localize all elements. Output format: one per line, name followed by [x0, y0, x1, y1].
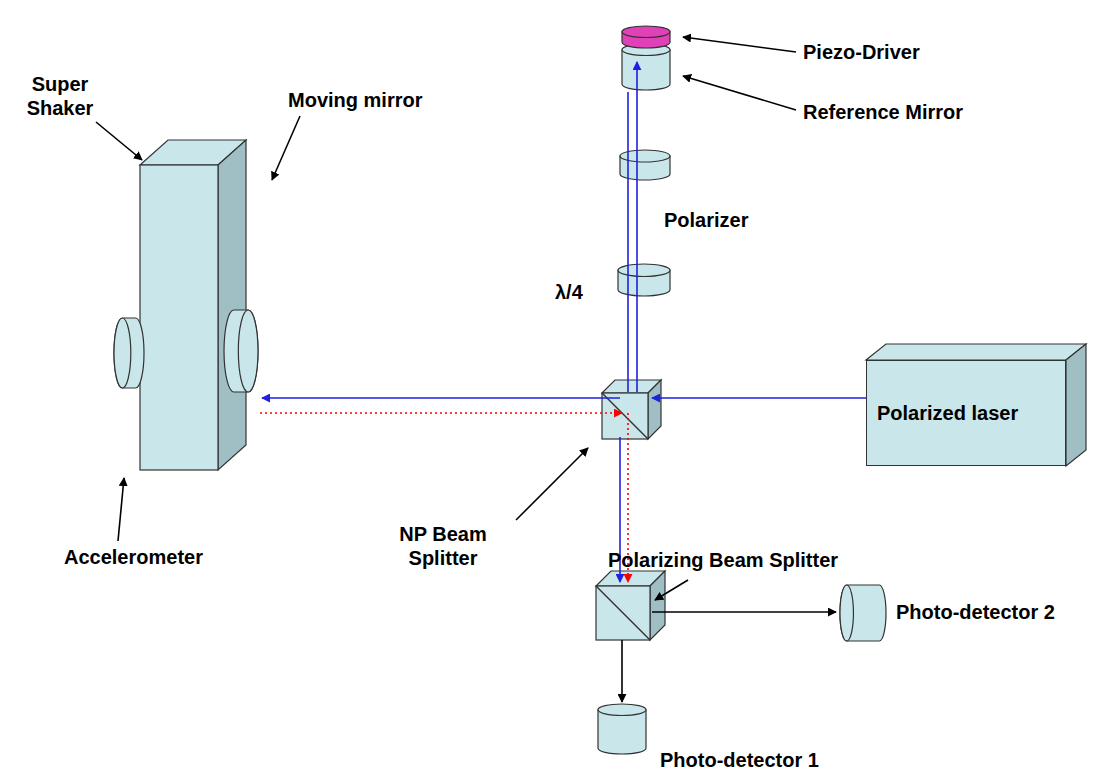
- photo-detector-symbol: [598, 704, 646, 754]
- part-label: Photo-detector 1: [660, 748, 819, 772]
- leader-arrow: [272, 116, 300, 180]
- part-label: NP Beam Splitter: [388, 522, 498, 570]
- part-label: Piezo-Driver: [803, 40, 920, 64]
- leader-arrow: [96, 122, 142, 160]
- piezo-driver-symbol: [622, 26, 670, 48]
- leader-arrow: [118, 478, 124, 541]
- polarizing-beam-splitter-symbol: [596, 571, 665, 640]
- leader-arrow: [655, 580, 688, 600]
- shaker-body: [140, 140, 246, 470]
- laser-beam: [636, 62, 638, 392]
- node-text: Polarized laser: [867, 402, 1028, 425]
- accelerometer-symbol: [114, 318, 144, 388]
- moving-mirror-symbol: [224, 310, 258, 392]
- return-beam: [260, 412, 622, 414]
- part-label: Reference Mirror: [803, 100, 963, 124]
- laser-housing: [866, 344, 1086, 466]
- leader-arrow: [683, 37, 796, 52]
- photo-detector-symbol: [840, 585, 886, 641]
- part-label: Super Shaker: [10, 72, 110, 120]
- np-beam-splitter-symbol: [602, 380, 661, 439]
- laser-box: Polarized laser: [866, 360, 1066, 466]
- laser-beam: [262, 397, 620, 399]
- quarter-wave-plate-symbol: [618, 264, 670, 296]
- laser-beam: [652, 397, 866, 399]
- leader-arrow: [516, 448, 588, 520]
- part-label: λ/4: [555, 280, 583, 304]
- output-beam: [652, 611, 836, 613]
- part-label: Moving mirror: [288, 88, 422, 112]
- part-label: Accelerometer: [64, 545, 203, 569]
- part-label: Photo-detector 2: [896, 600, 1055, 624]
- laser-beam: [627, 92, 629, 392]
- part-label: Polarizing Beam Splitter: [608, 548, 838, 572]
- part-label: Polarizer: [664, 208, 748, 232]
- output-beam: [621, 640, 623, 702]
- reference-mirror-symbol: [622, 44, 670, 90]
- optics-drawing: [96, 26, 1086, 754]
- leader-arrow: [683, 76, 796, 110]
